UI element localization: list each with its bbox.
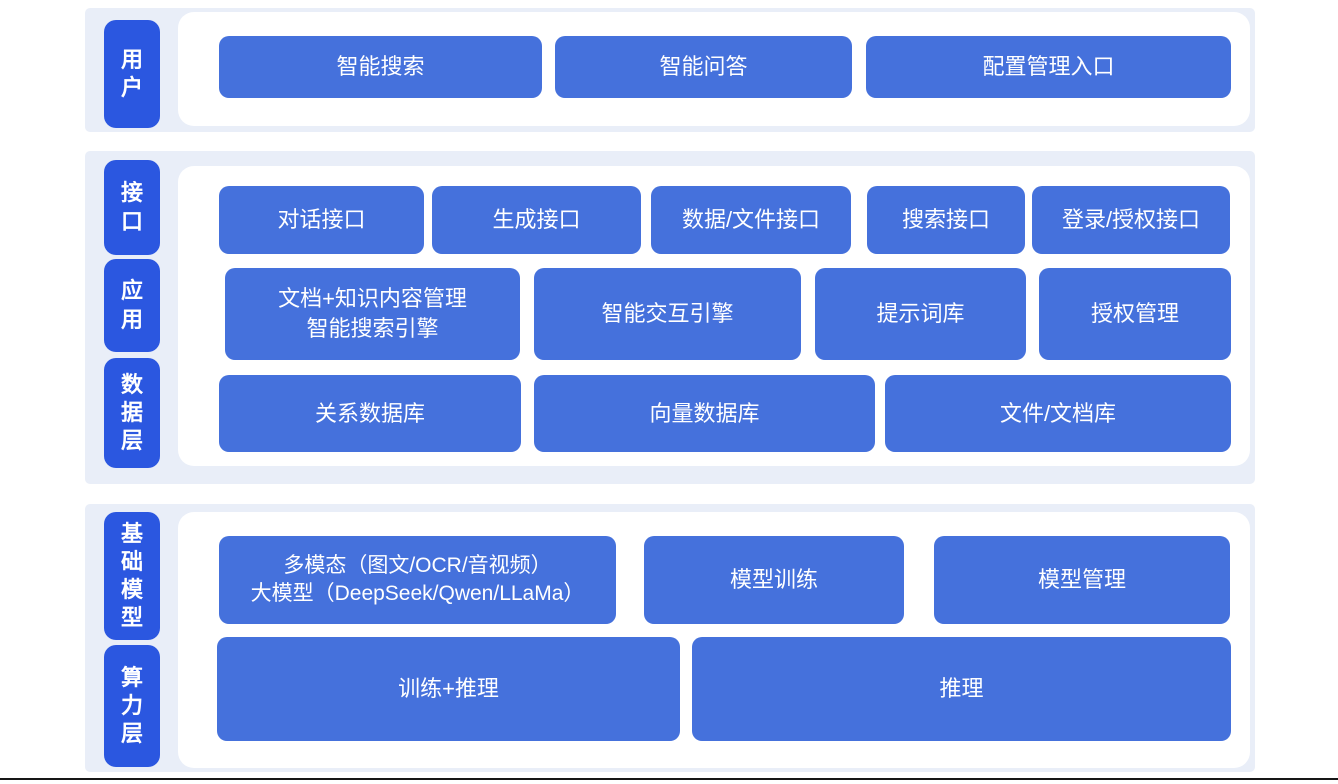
layer-pill-application: 应用 [104, 259, 160, 352]
button-smart-interaction-engine: 智能交互引擎 [534, 268, 801, 360]
button-vector-database: 向量数据库 [534, 375, 875, 452]
button-file-document-store: 文件/文档库 [885, 375, 1231, 452]
button-smart-qa: 智能问答 [555, 36, 852, 98]
bottom-divider [0, 778, 1338, 780]
button-doc-knowledge-search-engine: 文档+知识内容管理 智能搜索引擎 [225, 268, 520, 360]
layer-pill-foundation-model: 基础模型 [104, 512, 160, 640]
layer-pill-data: 数据层 [104, 358, 160, 468]
button-search-api: 搜索接口 [867, 186, 1025, 254]
button-relational-database: 关系数据库 [219, 375, 521, 452]
button-smart-search: 智能搜索 [219, 36, 542, 98]
button-prompt-library: 提示词库 [815, 268, 1026, 360]
button-inference: 推理 [692, 637, 1231, 741]
layer-pill-user: 用户 [104, 20, 160, 128]
button-generation-api: 生成接口 [432, 186, 641, 254]
button-dialog-api: 对话接口 [219, 186, 424, 254]
button-login-auth-api: 登录/授权接口 [1032, 186, 1230, 254]
button-model-management: 模型管理 [934, 536, 1230, 624]
button-model-training: 模型训练 [644, 536, 904, 624]
button-training-plus-inference: 训练+推理 [217, 637, 680, 741]
button-data-file-api: 数据/文件接口 [651, 186, 851, 254]
layer-pill-compute: 算力层 [104, 645, 160, 767]
layer-pill-interface: 接口 [104, 160, 160, 255]
button-authorization-management: 授权管理 [1039, 268, 1231, 360]
button-multimodal-large-model: 多模态（图文/OCR/音视频） 大模型（DeepSeek/Qwen/LLaMa） [219, 536, 616, 624]
button-config-management-entry: 配置管理入口 [866, 36, 1231, 98]
